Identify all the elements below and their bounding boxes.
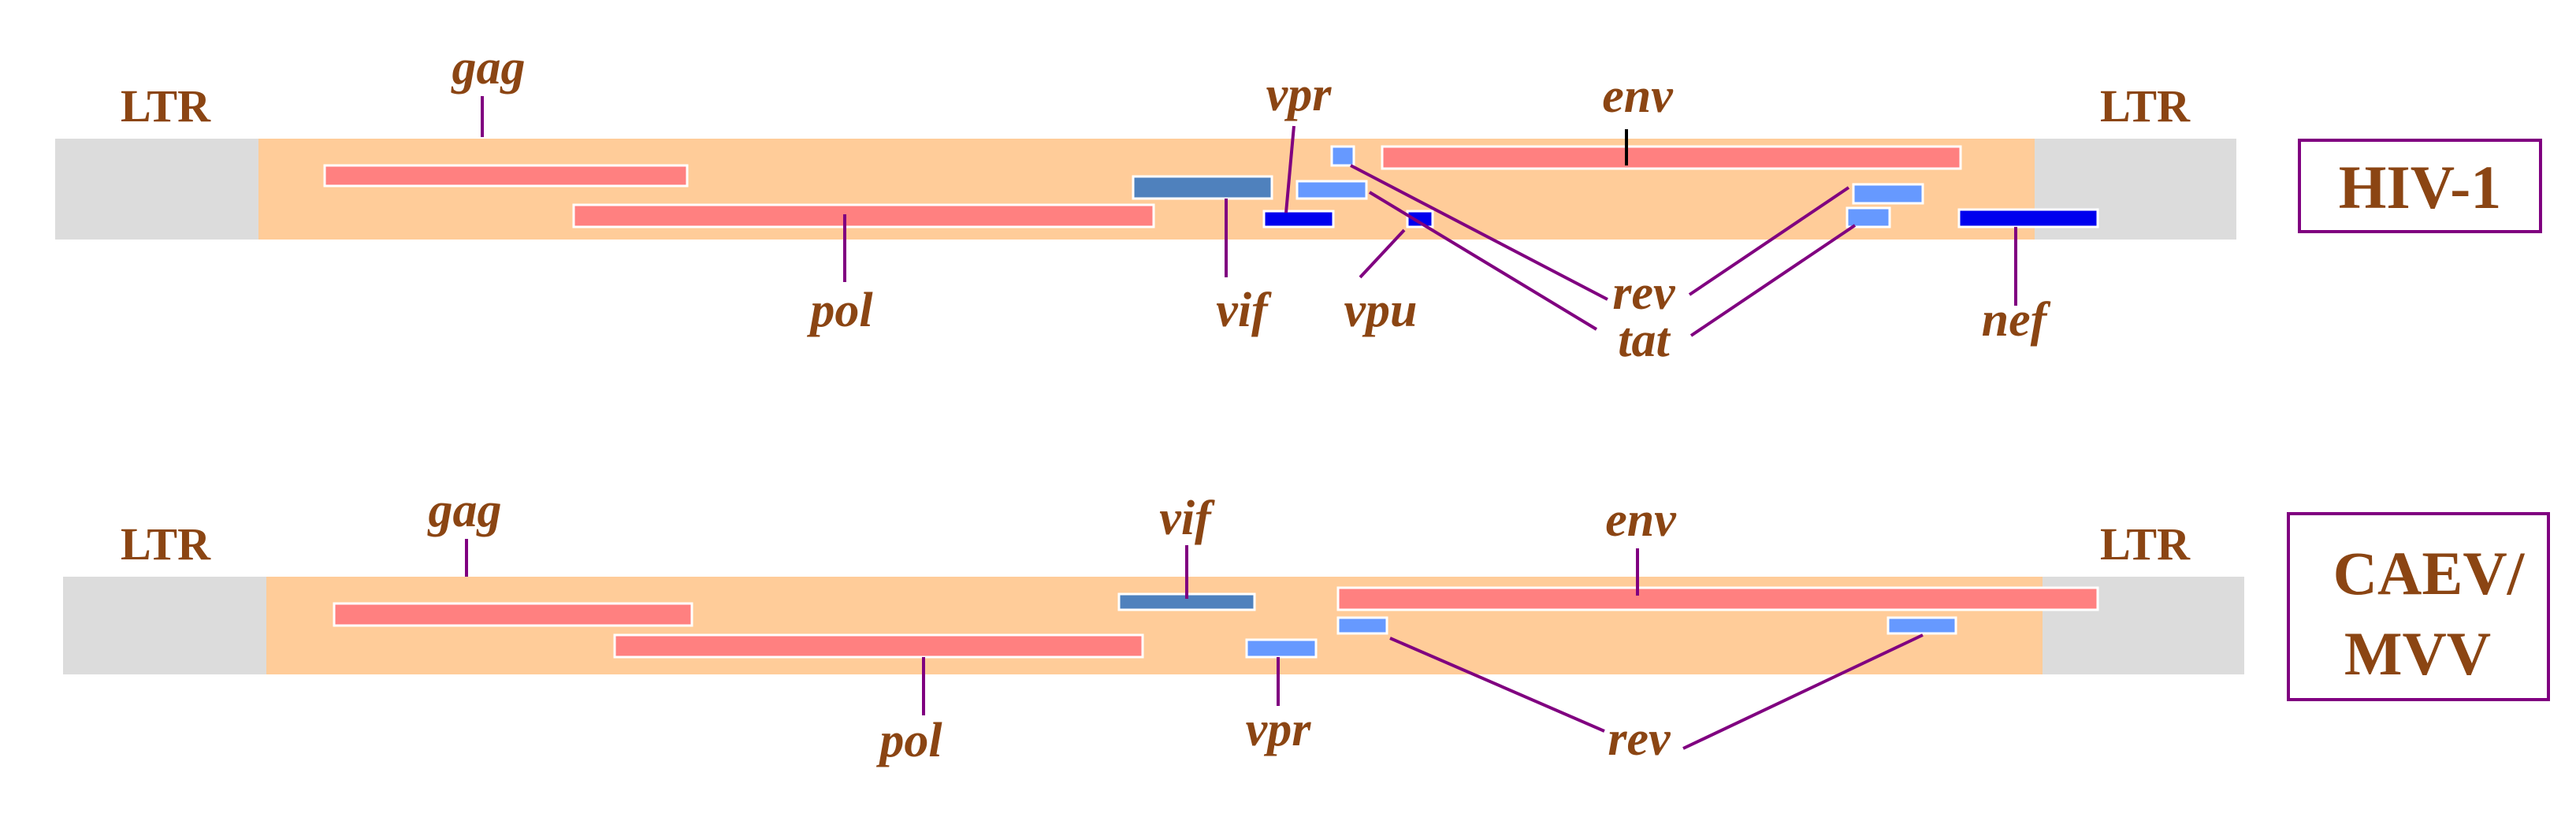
pol-label: pol — [875, 714, 942, 767]
vif-label: vif — [1216, 284, 1272, 337]
tat-exon1-bar — [1295, 180, 1368, 200]
tat-exon2-bar — [1846, 206, 1891, 228]
rev-label: rev — [1608, 712, 1671, 766]
vpu-label: vpu — [1344, 284, 1418, 337]
rev-exon1-bar — [1336, 616, 1388, 635]
vpu-bar — [1406, 210, 1434, 228]
caev-mvv-genome: LTR LTR gag pol vif vpr env rev CAEV/ MV… — [63, 484, 2550, 767]
vpr-label: vpr — [1266, 68, 1333, 121]
vif-bar — [1132, 175, 1273, 200]
vif-label: vif — [1159, 492, 1215, 545]
ltr-left-box — [63, 577, 266, 674]
rev-leader-1 — [1389, 637, 1605, 733]
rev-leader-2 — [1682, 633, 1924, 750]
rev-exon2-bar — [1886, 616, 1957, 635]
env-label: env — [1602, 69, 1674, 123]
hiv1-genome: LTR LTR gag pol vif vp — [55, 41, 2542, 367]
hiv1-name-box — [2298, 139, 2542, 233]
tat-label: tat — [1618, 314, 1671, 367]
vpr-leader — [1284, 125, 1295, 214]
rev-exon2-bar — [1852, 183, 1924, 205]
ltr-right-label: LTR — [2100, 518, 2191, 570]
caev-mvv-name-line2: MVV — [2344, 619, 2491, 688]
tat-leader-2 — [1689, 224, 1857, 337]
pol-bar — [613, 633, 1144, 659]
vpu-leader — [1359, 228, 1406, 279]
caev-mvv-name-box — [2287, 512, 2550, 701]
ltr-right-label: LTR — [2100, 80, 2191, 132]
pol-bar — [572, 203, 1155, 228]
gag-bar — [323, 164, 689, 188]
ltr-left-label: LTR — [121, 518, 211, 570]
nef-bar — [1957, 208, 2099, 228]
vpr-label: vpr — [1246, 703, 1312, 756]
rev-exon1-bar — [1330, 145, 1355, 167]
hiv1-name: HIV-1 — [2339, 153, 2502, 221]
ltr-left-box — [55, 139, 258, 240]
env-bar — [1381, 145, 1962, 170]
vpr-bar — [1245, 638, 1318, 659]
caev-mvv-name-line1: CAEV/ — [2333, 539, 2526, 607]
rev-leader-1 — [1350, 164, 1608, 301]
env-bar — [1336, 586, 2099, 611]
tat-leader-1 — [1368, 191, 1598, 331]
gag-label: gag — [451, 41, 526, 95]
ltr-left-label: LTR — [121, 80, 211, 132]
rev-label: rev — [1612, 266, 1676, 320]
rev-leader-2 — [1688, 186, 1850, 296]
pol-label: pol — [806, 284, 873, 337]
vpr-bar — [1262, 210, 1335, 228]
gag-label: gag — [427, 484, 502, 537]
nef-label: nef — [1982, 293, 2051, 347]
gag-bar — [333, 602, 693, 627]
env-label: env — [1605, 493, 1677, 547]
